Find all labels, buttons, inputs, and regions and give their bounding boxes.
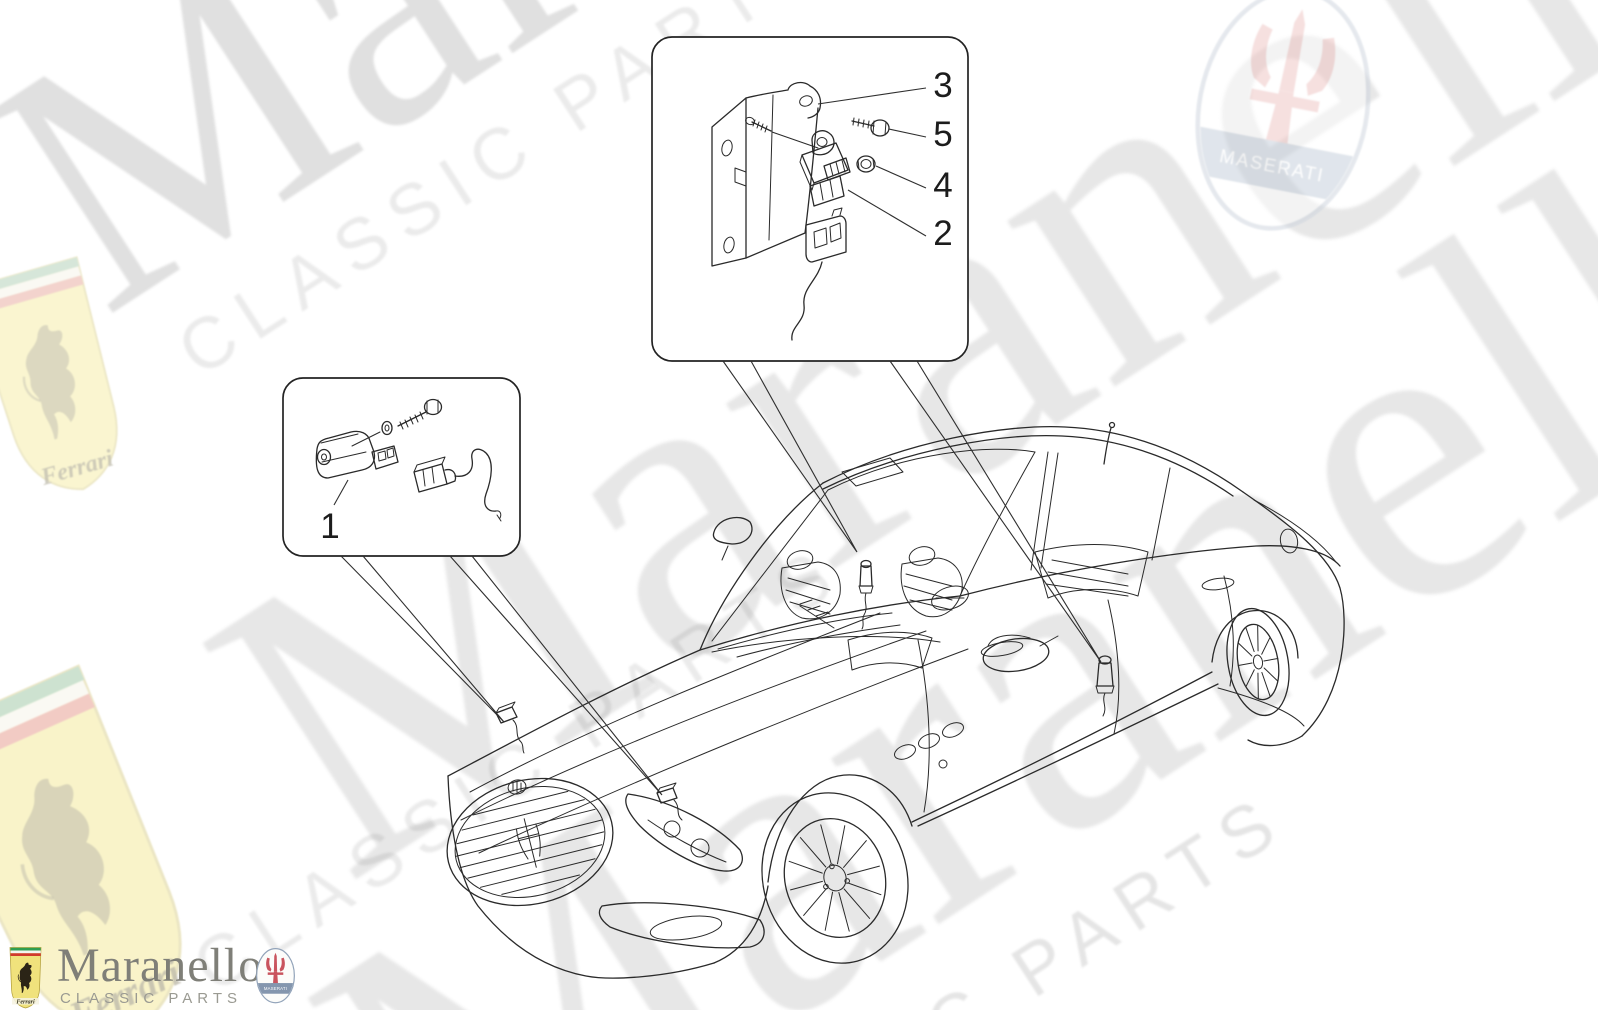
callout-number-3: 3 bbox=[933, 66, 952, 105]
detail-box-bracket: 3 5 4 2 bbox=[651, 36, 969, 362]
fuel-door bbox=[1279, 528, 1299, 554]
part-crash-sensor bbox=[315, 430, 399, 479]
prancing-horse-icon bbox=[19, 962, 32, 993]
hood-badge-icon bbox=[507, 779, 527, 795]
front-wheel bbox=[761, 792, 909, 964]
bumper-intake bbox=[598, 902, 765, 949]
car-illustration bbox=[446, 421, 1345, 979]
location-leader-lines bbox=[340, 360, 1102, 796]
side-mirror-right bbox=[982, 634, 1059, 673]
brand-name: Maranello bbox=[57, 939, 264, 992]
grille-trident-icon bbox=[515, 818, 541, 868]
interior bbox=[711, 544, 1149, 671]
part-connector-wire bbox=[413, 448, 502, 522]
front-grille bbox=[446, 777, 614, 907]
callout-number-2: 2 bbox=[933, 214, 952, 253]
part-hex-screw bbox=[851, 117, 890, 137]
maserati-oval-logo: MASERATI bbox=[256, 948, 295, 1004]
maserati-logo-text: MASERATI bbox=[264, 986, 287, 991]
ferrari-shield-logo: Ferrari bbox=[9, 947, 42, 1009]
ferrari-logo-text: Ferrari bbox=[16, 999, 35, 1005]
brand-tagline: CLASSIC PARTS bbox=[60, 990, 242, 1007]
callout-number-5: 5 bbox=[933, 115, 952, 154]
part-bolt bbox=[397, 398, 443, 430]
callout-number-4: 4 bbox=[933, 166, 952, 205]
rear-wheel bbox=[1226, 607, 1290, 717]
part-bracket-sensor bbox=[791, 130, 851, 341]
antenna bbox=[1103, 421, 1116, 465]
part-nut bbox=[856, 155, 876, 173]
part-washer bbox=[381, 420, 393, 436]
sensor-location-door bbox=[1095, 655, 1115, 717]
fender-vents bbox=[894, 722, 964, 769]
part-mounting-screw bbox=[745, 116, 772, 133]
door-handle-rear bbox=[1201, 577, 1235, 591]
sensor-location-cabin bbox=[858, 559, 874, 630]
callout-number-1: 1 bbox=[320, 507, 339, 546]
headlight bbox=[625, 793, 743, 872]
sensor-location-hood-right bbox=[656, 782, 683, 821]
side-mirror-left bbox=[712, 516, 753, 561]
footer-brand: Ferrari Maranello CLASSIC PARTS MASERATI bbox=[0, 938, 320, 1010]
detail-box-sensor: 1 bbox=[282, 377, 521, 557]
sensor-location-hood-left bbox=[495, 701, 525, 754]
